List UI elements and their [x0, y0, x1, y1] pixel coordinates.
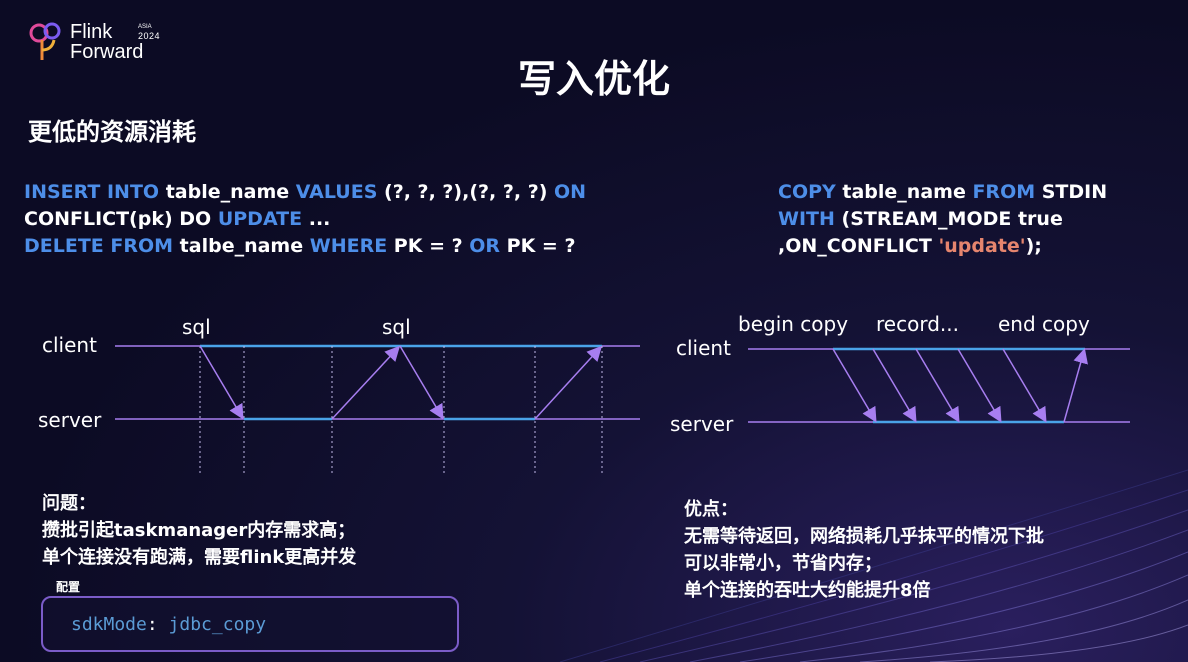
left-server-label: server — [38, 408, 102, 432]
request-arrow — [399, 345, 444, 420]
copy-sequence-diagram — [748, 347, 1130, 424]
logo-wordmark: Flink Forward — [70, 21, 144, 63]
left-sql-label-2: sql — [382, 315, 411, 339]
upsert-sql-code: INSERT INTO table_name VALUES (?, ?, ?),… — [24, 181, 587, 257]
request-arrow — [199, 345, 244, 420]
record-label: record... — [876, 312, 959, 336]
begin-copy-label: begin copy — [738, 312, 849, 336]
record-arrow — [957, 348, 1002, 423]
copy-sql-code: COPY table_name FROM STDIN WITH (STREAM_… — [778, 181, 1108, 257]
slide-title: 写入优化 — [517, 57, 670, 101]
left-client-label: client — [42, 333, 97, 357]
advantage-heading: 优点： — [684, 499, 738, 520]
response-arrow — [534, 345, 603, 420]
end-response-arrow — [1063, 348, 1088, 423]
logo-year: 2024 — [138, 31, 161, 41]
left-sql-label-1: sql — [182, 315, 211, 339]
problem-line: 单个连接没有跑满，需要flink更高并发 — [42, 547, 357, 568]
record-arrow — [872, 348, 917, 423]
problem-line: 攒批引起taskmanager内存需求高； — [42, 520, 356, 541]
advantage-line: 无需等待返回，网络损耗几乎抹平的情况下批 — [684, 526, 1044, 547]
config-line: sdkMode: jdbc_copy — [71, 614, 267, 635]
problem-notes: 问题： 攒批引起taskmanager内存需求高； 单个连接没有跑满，需要fli… — [42, 490, 356, 571]
config-label: 配置 — [56, 580, 81, 594]
flink-forward-logo: Flink Forward ASIA 2024 — [28, 20, 168, 65]
advantage-line: 单个连接的吞吐大约能提升8倍 — [684, 580, 931, 601]
right-server-label: server — [670, 412, 734, 436]
advantage-line: 可以非常小，节省内存； — [684, 553, 882, 574]
sync-sequence-diagram — [115, 344, 640, 475]
right-client-label: client — [676, 336, 731, 360]
logo-region: ASIA — [138, 24, 152, 30]
record-arrow — [832, 348, 877, 423]
end-copy-label: end copy — [998, 312, 1090, 336]
record-arrow — [915, 348, 960, 423]
advantage-notes: 优点： 无需等待返回，网络损耗几乎抹平的情况下批 可以非常小，节省内存； 单个连… — [684, 496, 1044, 604]
slide-subtitle: 更低的资源消耗 — [28, 118, 196, 146]
flink-logo-icon — [29, 22, 61, 60]
problem-heading: 问题： — [42, 493, 96, 514]
response-arrow — [331, 345, 401, 420]
config-code-box: sdkMode: jdbc_copy — [41, 596, 459, 652]
record-arrow — [1002, 348, 1047, 423]
